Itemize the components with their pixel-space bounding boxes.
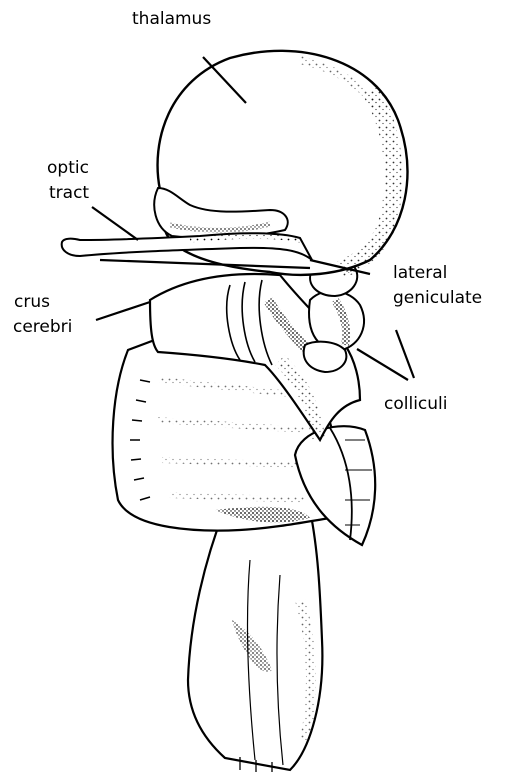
label-thalamus: thalamus [132,9,211,30]
label-optic-tract-line1: optic [47,158,89,179]
label-colliculi: colliculi [384,394,447,415]
label-crus-cerebri-line2: cerebri [13,317,72,338]
colliculi-leader-2 [396,330,414,378]
medulla [188,508,322,772]
colliculi-leader-1 [357,349,408,380]
label-lateral-geniculate-line1: lateral [393,263,447,284]
colliculi-shapes [304,291,364,372]
label-optic-tract-line2: tract [49,183,89,204]
label-crus-cerebri-line1: crus [14,292,50,313]
label-lateral-geniculate-line2: geniculate [393,288,482,309]
crus-cerebri-leader [96,302,150,320]
optic-tract-leader [92,207,138,240]
